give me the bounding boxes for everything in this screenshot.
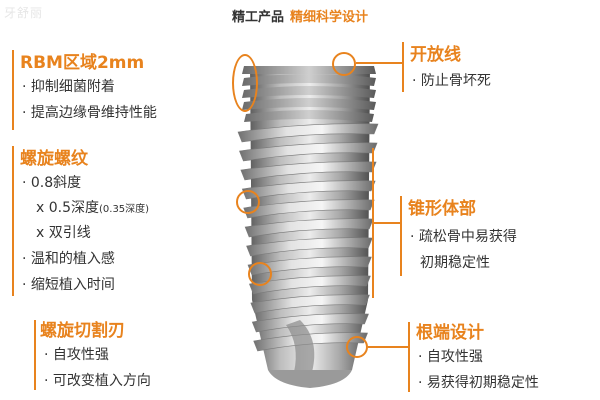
tapered-body-bracket	[372, 148, 374, 298]
thread-bullet-3: x 双引线	[36, 225, 91, 241]
thread-bullet-2: x 0.5深度(0.35深度)	[36, 197, 149, 217]
apex-bullet-2: · 易获得初期稳定性	[418, 375, 539, 391]
tapered-title: 锥形体部	[408, 199, 476, 219]
thread-ridge	[248, 275, 371, 295]
openline-accent-bar	[402, 42, 404, 92]
rbm-bullet-1: · 抑制细菌附着	[22, 79, 115, 95]
thread-bullet-2-note: (0.35深度)	[99, 204, 150, 215]
tapered-accent-bar	[400, 196, 402, 276]
thread-accent-bar	[12, 146, 14, 296]
thread-ridge	[244, 218, 374, 238]
thread-ridge	[250, 294, 370, 314]
apex-connector	[368, 346, 408, 348]
cutting-flute	[286, 320, 315, 372]
page-header: 精工产品精细科学设计	[0, 6, 600, 26]
cutting-title: 螺旋切割刃	[40, 321, 125, 341]
rbm-accent-bar	[12, 50, 14, 130]
thread-ridge	[241, 180, 376, 200]
watermark: 牙舒丽	[4, 6, 44, 20]
implant-core	[250, 66, 370, 370]
cutting-bullet-2: · 可改变植入方向	[44, 373, 151, 389]
thread-ridge	[251, 313, 369, 333]
implant-apex	[268, 370, 352, 388]
open-line-ring	[332, 52, 356, 76]
rbm-title: RBM区域2mm	[20, 53, 145, 73]
thread-ridge	[247, 256, 372, 276]
cutting-edge-ring	[248, 262, 272, 286]
thread-bullet-4: · 温和的植入感	[22, 251, 115, 267]
tapered-body-connector	[374, 222, 400, 224]
tapered-bullet-2: 初期稳定性	[420, 255, 490, 271]
apex-accent-bar	[408, 322, 410, 392]
tapered-bullet-1: · 疏松骨中易获得	[410, 229, 517, 245]
thread-bullet-5: · 缩短植入时间	[22, 277, 115, 293]
apex-title: 根端设计	[416, 323, 484, 343]
apex-bullet-1: · 自攻性强	[418, 349, 483, 365]
thread-ridge	[237, 123, 379, 143]
header-brand: 精工产品	[231, 10, 284, 25]
apex-ring	[346, 336, 368, 358]
open-line-connector	[356, 62, 402, 64]
thread-bullet-1: · 0.8斜度	[22, 175, 82, 191]
openline-bullet-1: · 防止骨坏死	[412, 73, 491, 89]
thread-ridge	[243, 199, 375, 219]
rbm-collar-threads	[242, 66, 376, 122]
thread-bullet-2-text: x 0.5深度	[36, 200, 99, 216]
rbm-ring	[232, 54, 258, 112]
cutting-bullet-1: · 自攻性强	[44, 347, 109, 363]
header-tagline: 精细科学设计	[290, 10, 369, 25]
cutting-accent-bar	[34, 320, 36, 390]
thread-ridge	[246, 237, 373, 257]
thread-ring	[236, 190, 260, 214]
thread-title: 螺旋螺纹	[20, 149, 88, 169]
rbm-bullet-2: · 提高边缘骨维持性能	[22, 105, 157, 121]
openline-title: 开放线	[410, 45, 461, 65]
